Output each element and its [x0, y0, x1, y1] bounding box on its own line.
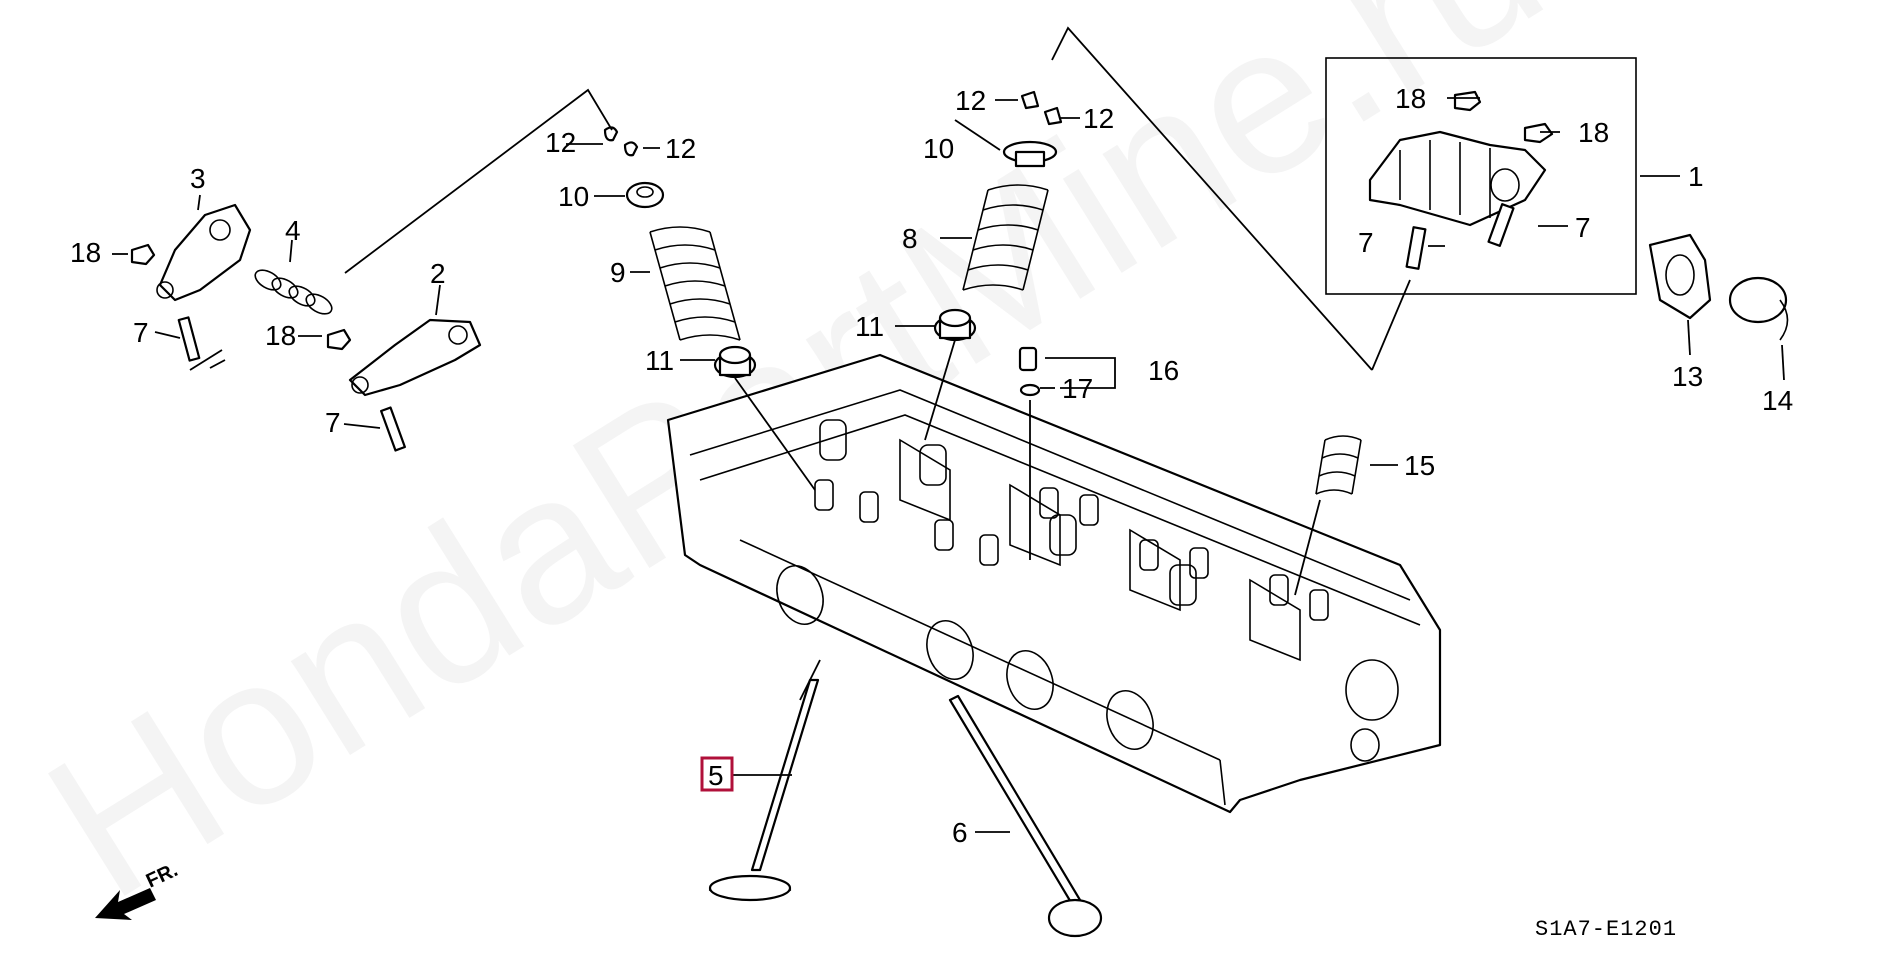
cylinder-head[interactable] [666, 353, 1442, 814]
callout-11-b[interactable]: 11 [855, 311, 884, 342]
callout-7-b[interactable]: 7 [325, 407, 341, 438]
nut-18-a[interactable] [130, 243, 156, 266]
callout-15[interactable]: 15 [1404, 450, 1435, 481]
valve-cotter-12-c[interactable] [1020, 90, 1040, 110]
callout-7-a[interactable]: 7 [133, 317, 149, 348]
rocker-arm-assembly[interactable] [1325, 57, 1637, 295]
callout-8[interactable]: 8 [902, 223, 918, 254]
callout-2[interactable]: 2 [430, 258, 446, 289]
callouts: 1 2 3 4 5 6 7 7 7 7 8 9 10 10 11 11 12 1… [70, 83, 1793, 848]
spring-retainer-10-left[interactable] [625, 181, 665, 209]
callout-18-d[interactable]: 18 [1578, 117, 1609, 148]
bolt-7-b[interactable] [380, 406, 406, 452]
callout-7-d[interactable]: 7 [1575, 212, 1591, 243]
callout-18-a[interactable]: 18 [70, 237, 101, 268]
front-arrow-icon [95, 888, 156, 920]
clamp-14[interactable] [1728, 276, 1789, 341]
callout-12-d[interactable]: 12 [1083, 103, 1114, 134]
callout-13[interactable]: 13 [1672, 361, 1703, 392]
intake-valve-5[interactable] [708, 678, 820, 902]
leader-lines [112, 26, 1785, 833]
valve-seal-11-left[interactable] [713, 345, 757, 379]
callout-18-c[interactable]: 18 [1395, 83, 1426, 114]
spring-retainer-10-center[interactable] [1002, 140, 1058, 168]
rocker-arm-2[interactable] [348, 318, 482, 397]
callout-7-c[interactable]: 7 [1358, 227, 1374, 258]
callout-10-a[interactable]: 10 [558, 181, 589, 212]
diagram-code: S1A7-E1201 [1535, 917, 1677, 942]
valve-cotter-12-b[interactable] [623, 141, 639, 157]
callout-9[interactable]: 9 [610, 257, 626, 288]
callout-11-a[interactable]: 11 [645, 345, 674, 376]
callout-17[interactable]: 17 [1062, 373, 1093, 404]
spool-valve-gasket[interactable] [1648, 233, 1712, 320]
callout-3[interactable]: 3 [190, 163, 206, 194]
callout-16[interactable]: 16 [1148, 355, 1179, 386]
valve-spring-9[interactable] [649, 226, 741, 341]
exhaust-valve-6[interactable] [948, 694, 1103, 938]
lost-motion-spring[interactable] [252, 266, 335, 318]
valve-seal-11-center[interactable] [933, 308, 977, 342]
oil-control-orifice-16[interactable] [1018, 346, 1041, 397]
callout-10-b[interactable]: 10 [923, 133, 954, 164]
nut-18-b[interactable] [326, 328, 352, 351]
callout-4[interactable]: 4 [285, 215, 301, 246]
callout-12-a[interactable]: 12 [545, 127, 576, 158]
callout-1[interactable]: 1 [1688, 161, 1704, 192]
callout-18-b[interactable]: 18 [265, 320, 296, 351]
callout-12-c[interactable]: 12 [955, 85, 986, 116]
bolt-7-a[interactable] [177, 316, 201, 362]
callout-5[interactable]: 5 [708, 760, 724, 791]
callout-6[interactable]: 6 [952, 817, 968, 848]
rocker-arm-3[interactable] [156, 203, 252, 302]
valve-spring-8[interactable] [962, 184, 1049, 291]
callout-12-b[interactable]: 12 [665, 133, 696, 164]
spark-plug-tube-15[interactable] [1315, 435, 1362, 495]
highlight-frame [700, 756, 734, 792]
callout-14[interactable]: 14 [1762, 385, 1793, 416]
valve-cotter-12-d[interactable] [1043, 106, 1063, 126]
